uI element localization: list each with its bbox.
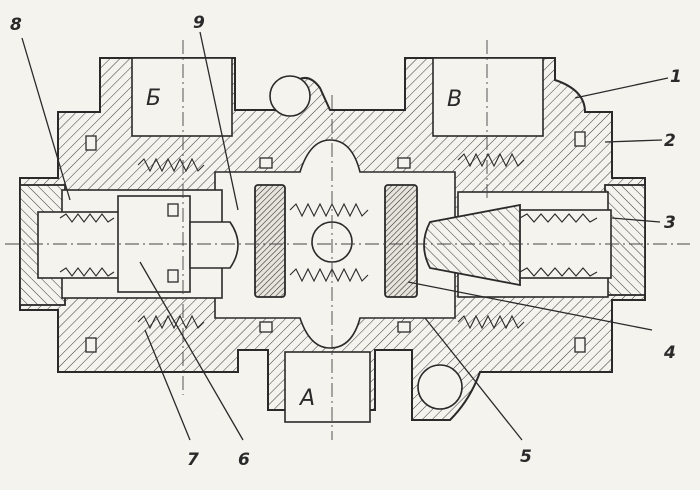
seal-ring [574, 337, 586, 353]
port-label-v: В [447, 87, 462, 112]
leader-line-7 [144, 329, 191, 441]
seal-ring [85, 337, 97, 353]
seal-ring [397, 321, 411, 333]
seal-ring [397, 157, 411, 169]
left-valve-disc [254, 184, 286, 298]
right-spring-lower [457, 314, 525, 330]
port-cavity-a [284, 351, 371, 423]
left-spring-upper [137, 157, 205, 173]
port-label-a: А [298, 386, 315, 411]
seal-ring [167, 203, 179, 217]
end-spring-right [519, 213, 598, 223]
leader-line-6 [139, 261, 244, 441]
seal-ring [167, 269, 179, 283]
leader-line-2 [604, 139, 663, 143]
center-spring-upper [289, 202, 369, 218]
leader-line-9 [199, 31, 239, 211]
callout-6: 6 [238, 450, 250, 470]
right-valve-disc [384, 184, 418, 298]
center-spring-lower [289, 267, 369, 283]
right-plunger-body [423, 203, 521, 287]
callout-1: 1 [670, 67, 682, 87]
callout-9: 9 [193, 13, 205, 33]
left-plunger-stem [189, 221, 239, 269]
seal-ring [259, 321, 273, 333]
port-cavity-v [432, 57, 544, 137]
leader-line-4 [407, 281, 653, 331]
callout-7: 7 [187, 450, 199, 470]
callout-2: 2 [664, 131, 676, 151]
callout-3: 3 [664, 213, 676, 233]
callout-5: 5 [520, 447, 532, 467]
end-spring-right-2 [519, 267, 598, 277]
upper-boss-hole [269, 75, 311, 117]
seal-ring [574, 131, 586, 147]
leader-line-1 [574, 77, 669, 99]
leader-line-5 [424, 317, 523, 441]
port-label-b: Б [146, 86, 161, 111]
lower-boss-hole [417, 364, 463, 410]
right-spring-upper [457, 152, 525, 168]
callout-8: 8 [10, 15, 22, 35]
left-spring-lower [137, 314, 205, 330]
callout-4: 4 [663, 343, 676, 363]
leader-line-8 [21, 37, 71, 201]
seal-ring [85, 135, 97, 151]
leader-line-3 [611, 217, 661, 223]
end-spring-left [59, 213, 115, 223]
end-spring-left-2 [59, 267, 115, 277]
port-cavity-b [131, 57, 233, 137]
seal-ring [259, 157, 273, 169]
